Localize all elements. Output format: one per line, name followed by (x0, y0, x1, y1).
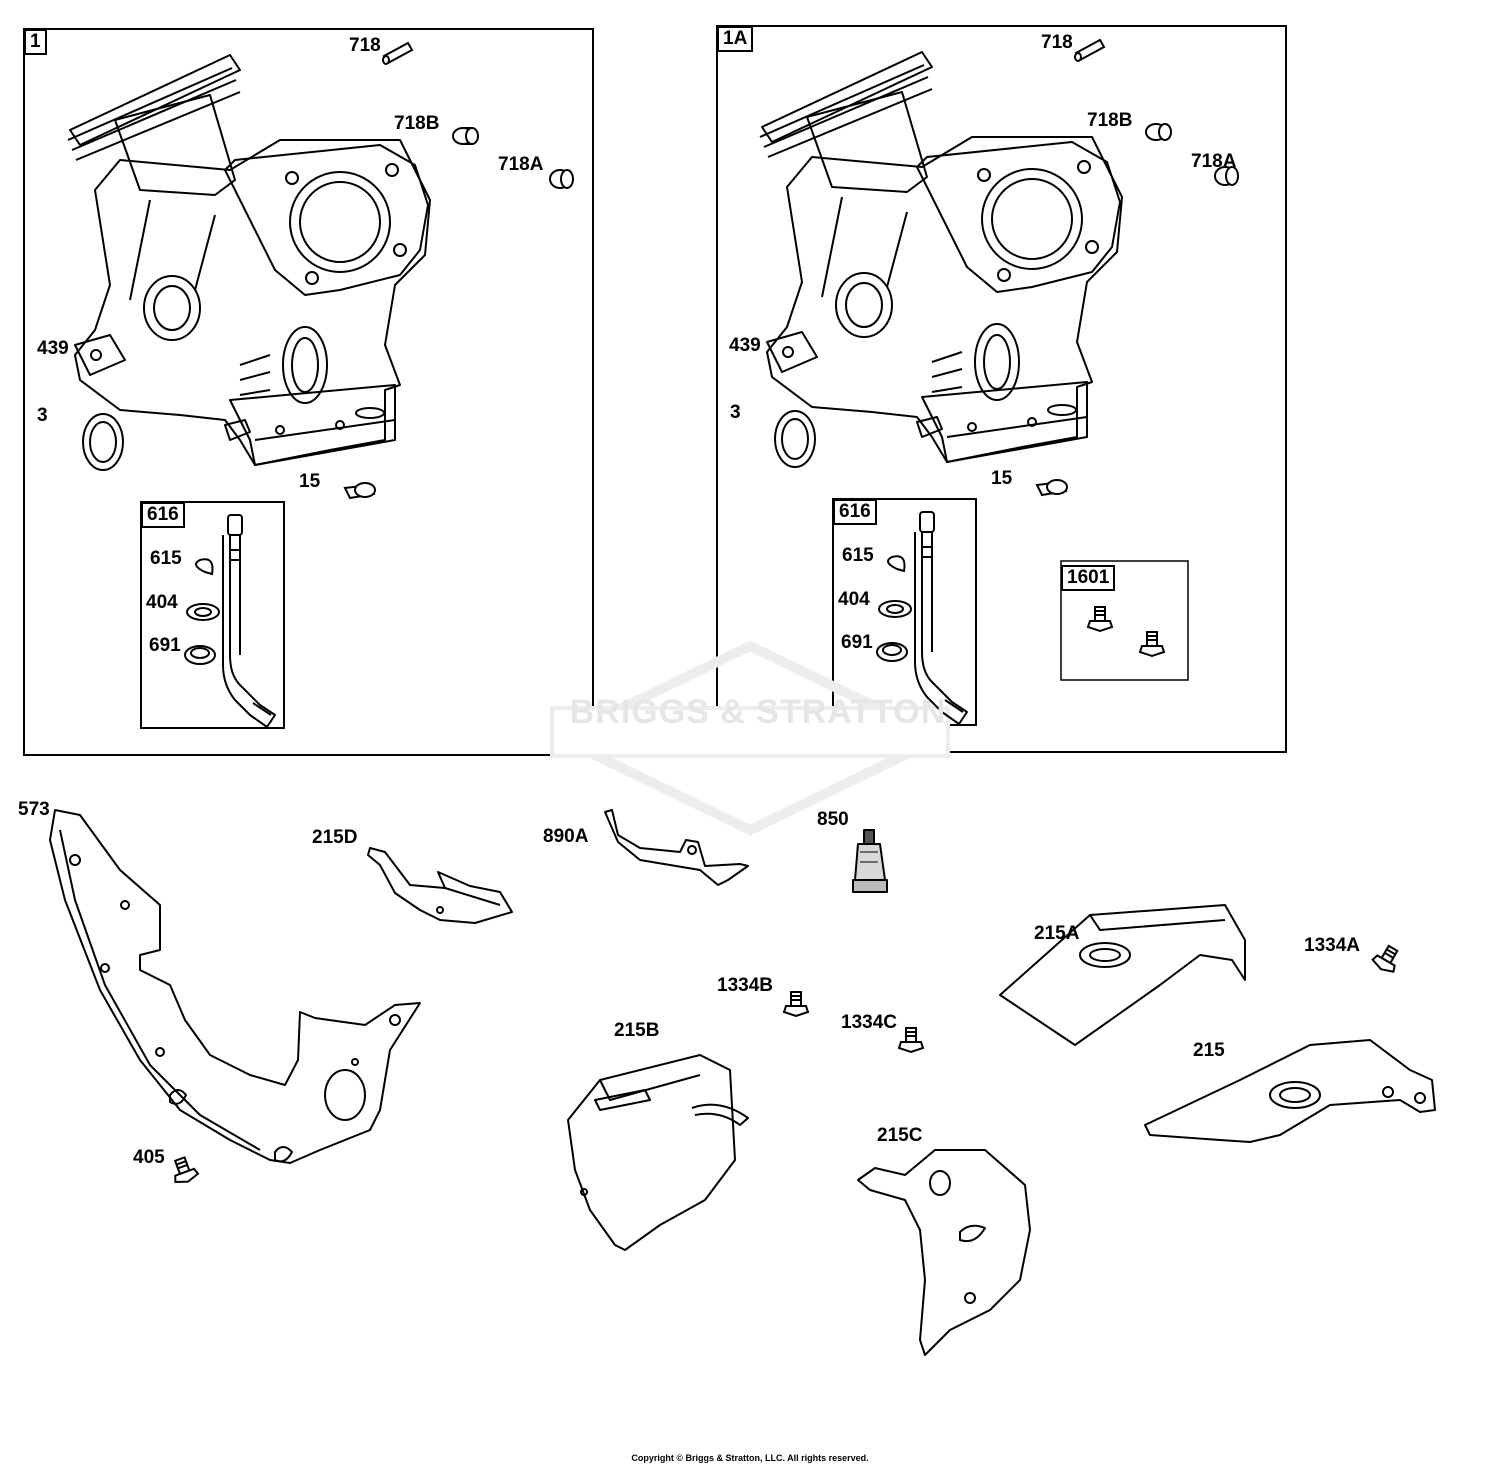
part-label-718: 718 (349, 35, 381, 56)
part-label-439: 439 (729, 335, 761, 356)
part-label-1334c: 1334C (841, 1012, 897, 1033)
group-label-1a: 1A (717, 26, 754, 52)
part-label-15: 15 (991, 468, 1013, 489)
part-label-718a: 718A (498, 154, 544, 175)
part-label-3: 3 (37, 405, 48, 426)
part-label-215d: 215D (312, 827, 358, 848)
part-label-439: 439 (37, 338, 69, 359)
part-label-215: 215 (1193, 1040, 1225, 1061)
part-label-615: 615 (842, 545, 874, 566)
part-label-890a: 890A (543, 826, 589, 847)
group-label-1601: 1601 (1061, 565, 1116, 591)
group-label-616-b: 616 (833, 499, 877, 525)
brand-watermark: BRIGGS & STRATTON (569, 693, 947, 731)
part-label-691: 691 (149, 635, 181, 656)
part-label-718b: 718B (394, 113, 440, 134)
part-label-15: 15 (299, 471, 321, 492)
part-label-1334b: 1334B (717, 975, 773, 996)
group-label-616-a: 616 (141, 502, 185, 528)
part-label-718b: 718B (1087, 110, 1133, 131)
part-label-404: 404 (146, 592, 178, 613)
part-label-615: 615 (150, 548, 182, 569)
group-label-1: 1 (24, 29, 47, 55)
copyright-text: Copyright © Briggs & Stratton, LLC. All … (631, 1453, 869, 1463)
part-label-573: 573 (18, 799, 50, 820)
part-label-215c: 215C (877, 1125, 923, 1146)
part-label-404: 404 (838, 589, 870, 610)
part-label-215b: 215B (614, 1020, 660, 1041)
part-label-3: 3 (730, 402, 741, 423)
part-label-215a: 215A (1034, 923, 1080, 944)
part-label-718: 718 (1041, 32, 1073, 53)
part-label-1334a: 1334A (1304, 935, 1360, 956)
part-label-405: 405 (133, 1147, 165, 1168)
part-label-691: 691 (841, 632, 873, 653)
part-label-718a: 718A (1191, 151, 1237, 172)
part-label-850: 850 (817, 809, 849, 830)
